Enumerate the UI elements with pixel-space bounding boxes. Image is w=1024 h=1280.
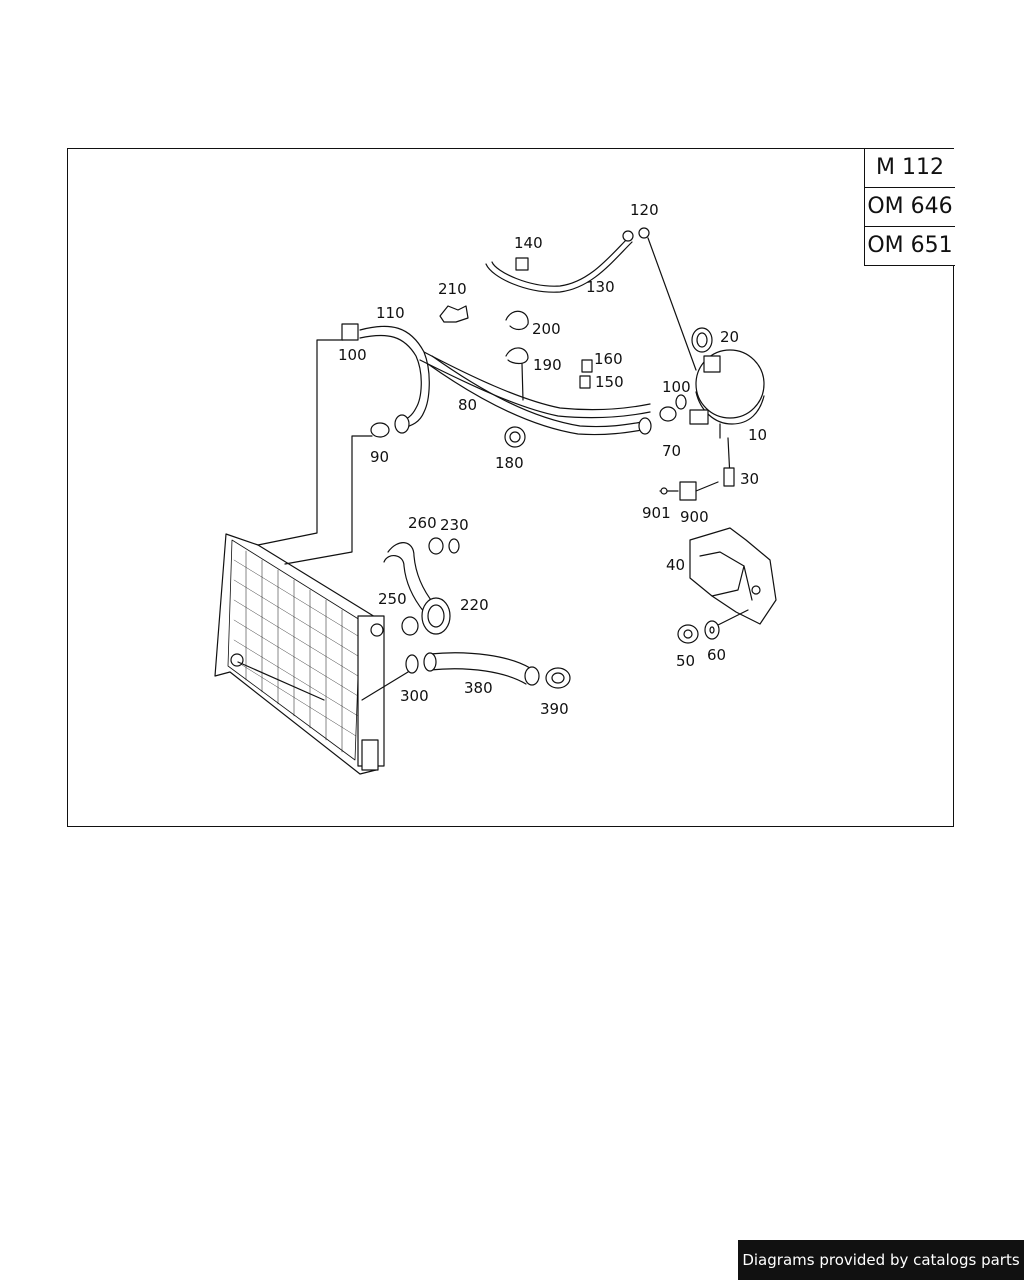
callout-100-left: 100 xyxy=(338,346,367,364)
engine-code-om646: OM 646 xyxy=(865,188,955,227)
callout-10: 10 xyxy=(748,426,767,444)
callout-260: 260 xyxy=(408,514,437,532)
hose-80-drawing xyxy=(427,355,652,436)
hose-380-drawing xyxy=(423,652,540,686)
callout-160: 160 xyxy=(594,350,623,368)
radiator-drawing xyxy=(214,533,385,775)
callout-60: 60 xyxy=(707,646,726,664)
engine-code-om651: OM 651 xyxy=(867,233,953,258)
callout-80: 80 xyxy=(458,396,477,414)
callout-70: 70 xyxy=(662,442,681,460)
callout-220: 220 xyxy=(460,596,489,614)
callout-20: 20 xyxy=(720,328,739,346)
callout-140: 140 xyxy=(514,234,543,252)
callout-900: 900 xyxy=(680,508,709,526)
hose-110-drawing xyxy=(341,323,651,434)
callout-110: 110 xyxy=(376,304,405,322)
callout-380: 380 xyxy=(464,679,493,697)
callout-300: 300 xyxy=(400,687,429,705)
callout-250: 250 xyxy=(378,590,407,608)
callout-210: 210 xyxy=(438,280,467,298)
callout-230: 230 xyxy=(440,516,469,534)
callout-130: 130 xyxy=(586,278,615,296)
callout-labels: 10 20 30 40 50 60 70 80 90 100 100 110 1… xyxy=(338,201,767,718)
callout-180: 180 xyxy=(495,454,524,472)
diagram-frame xyxy=(67,148,954,827)
callout-150: 150 xyxy=(595,373,624,391)
callout-200: 200 xyxy=(532,320,561,338)
callout-120: 120 xyxy=(630,201,659,219)
callout-901: 901 xyxy=(642,504,671,522)
callout-40: 40 xyxy=(666,556,685,574)
hose-130-drawing xyxy=(485,230,634,293)
engine-code-table: M 112 OM 646 OM 651 xyxy=(864,149,955,266)
callout-390: 390 xyxy=(540,700,569,718)
callout-30: 30 xyxy=(740,470,759,488)
callout-100-right: 100 xyxy=(662,378,691,396)
callout-50: 50 xyxy=(676,652,695,670)
callout-190: 190 xyxy=(533,356,562,374)
expansion-tank-drawing xyxy=(689,349,765,439)
engine-code-m112: M 112 xyxy=(865,149,955,188)
hose-220-drawing xyxy=(383,542,451,635)
bracket-40-drawing xyxy=(689,527,777,625)
callout-90: 90 xyxy=(370,448,389,466)
footer-credit: Diagrams provided by catalogs parts xyxy=(738,1240,1024,1280)
